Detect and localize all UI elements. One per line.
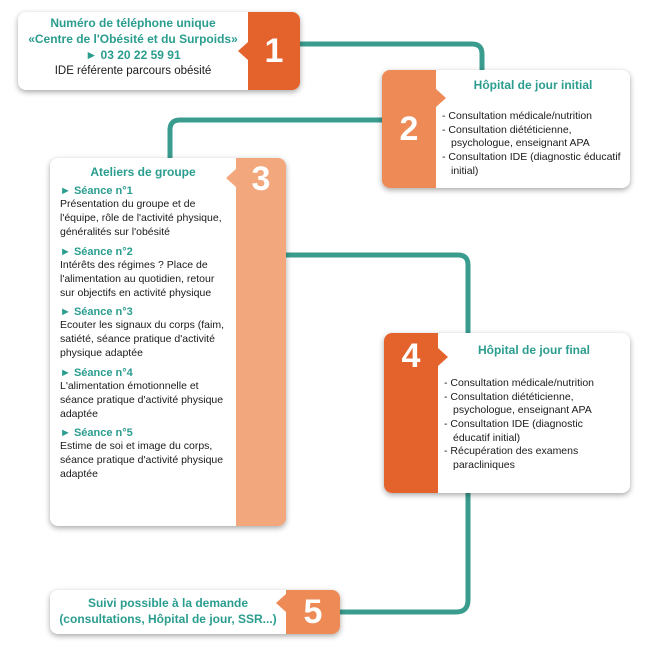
step-3-number: 3 (251, 160, 271, 198)
session-label: ► Séance n°5 (60, 427, 133, 440)
session-1: ► Séance n°1 Présentation du groupe et d… (60, 185, 226, 240)
step-5-number: 5 (303, 592, 323, 631)
step-1-role: IDE référente parcours obésité (54, 65, 212, 77)
step-2-card: 2 Hôpital de jour initial - Consultation… (382, 70, 630, 188)
session-text: Présentation du groupe et de l'équipe, r… (60, 198, 222, 239)
session-label: ► Séance n°1 (60, 185, 133, 197)
step-2-item: - Consultation médicale/nutrition (442, 110, 592, 122)
step-2-item: - Consultation diététicienne, psychologu… (442, 123, 590, 150)
step-1-line1: Numéro de téléphone unique (50, 16, 216, 30)
session-text: Ecouter les signaux du corps (faim, sati… (60, 319, 224, 360)
step-2-title: Hôpital de jour initial (473, 78, 593, 92)
step-2-number: 2 (399, 109, 419, 148)
session-5: ► Séance n°5 Estime de soi et image du c… (60, 427, 226, 482)
step-2-items: - Consultation médicale/nutrition - Cons… (442, 110, 622, 178)
step-4-title: Hôpital de jour final (477, 343, 590, 357)
connector-3-to-4 (283, 252, 471, 336)
session-2: ► Séance n°2 Intérêts des régimes ? Plac… (60, 246, 226, 301)
step-3-card: Ateliers de groupe ► Séance n°1 Présenta… (50, 158, 286, 526)
session-label: ► Séance n°3 (60, 306, 133, 319)
session-4: ► Séance n°4 L'alimentation émotionnelle… (60, 367, 226, 422)
connector-1-to-2 (297, 41, 485, 75)
connector-2-to-3 (167, 117, 385, 161)
session-text: L'alimentation émotionnelle et séance pr… (60, 379, 224, 420)
step-5-card: Suivi possible à la demande (consultatio… (50, 590, 340, 634)
step-4-number-tab: 4 (384, 333, 438, 493)
step-3-title: Ateliers de groupe (90, 165, 196, 179)
step-5-line1: Suivi possible à la demande (87, 596, 249, 610)
connector-4-to-5 (337, 490, 471, 615)
step-4-items: - Consultation médicale/nutrition - Cons… (444, 377, 622, 472)
session-text: Intérêts des régimes ? Place de l'alimen… (60, 258, 215, 299)
step-3-number-tab: 3 (236, 158, 286, 526)
step-1-phone: ► 03 20 22 59 91 (85, 48, 181, 62)
session-3: ► Séance n°3 Ecouter les signaux du corp… (60, 306, 226, 361)
step-4-item: - Consultation diététicienne, psychologu… (444, 390, 592, 417)
step-1-line2: «Centre de l'Obésité et du Surpoids» (28, 32, 238, 46)
step-4-number: 4 (401, 337, 421, 375)
step-4-card: 4 Hôpital de jour final - Consultation m… (384, 333, 630, 493)
session-text: Estime de soi et image du corps, séance … (60, 440, 224, 481)
step-4-item: - Consultation médicale/nutrition (444, 377, 594, 389)
step-1-number-tab: 1 (238, 12, 300, 90)
step-1-card: Numéro de téléphone unique «Centre de l'… (18, 12, 300, 90)
session-label: ► Séance n°4 (60, 366, 133, 379)
step-4-item: - Récupération des examens paracliniques (444, 445, 579, 471)
step-2-number-tab: 2 (382, 70, 436, 188)
step-1-number: 1 (264, 31, 284, 70)
session-label: ► Séance n°2 (60, 245, 133, 258)
step-5-line2: (consultations, Hôpital de jour, SSR...) (59, 612, 277, 626)
step-4-item: - Consultation IDE (diagnostic éducatif … (444, 417, 583, 444)
step-5-number-tab: 5 (286, 590, 340, 634)
step-2-item: - Consultation IDE (diagnostic éducatif … (442, 150, 621, 177)
